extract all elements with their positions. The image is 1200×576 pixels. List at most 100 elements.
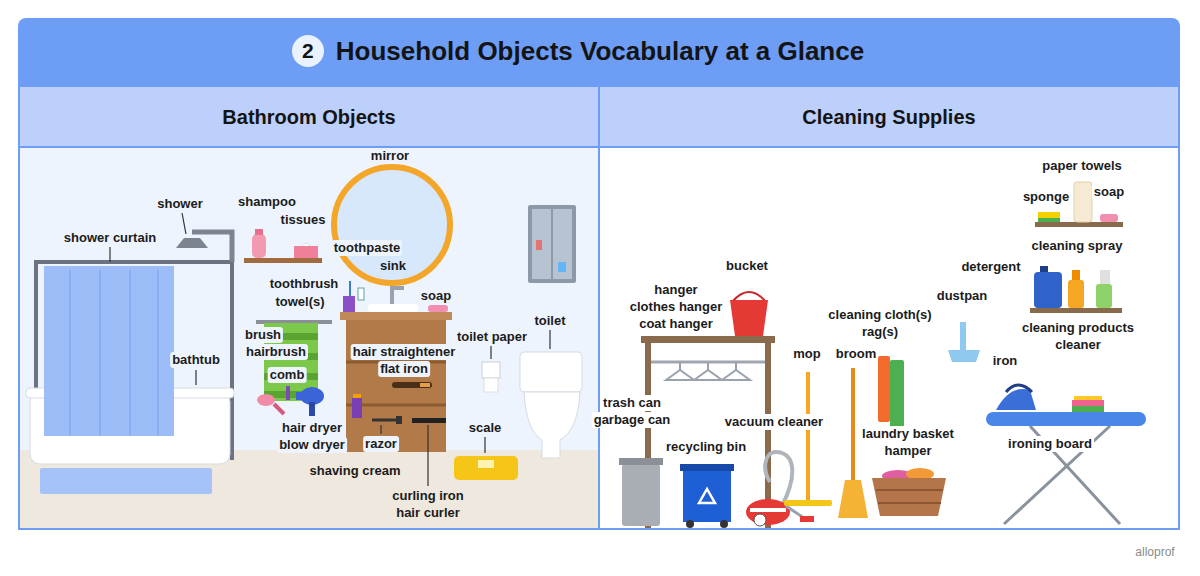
shower-rod xyxy=(230,262,234,460)
dustpan xyxy=(948,350,980,362)
hangers xyxy=(694,362,722,380)
lower-shelf xyxy=(1100,270,1110,284)
toothbrush-cup xyxy=(358,288,364,300)
shower-curtain xyxy=(69,270,71,436)
broom xyxy=(838,368,868,518)
toothbrush-cup xyxy=(343,281,364,312)
object-label: garbage can xyxy=(592,412,673,428)
ironing-board xyxy=(1074,396,1102,400)
iron xyxy=(1006,385,1032,392)
recycling-bin xyxy=(683,470,731,522)
leader-line xyxy=(110,213,550,486)
ironing-board xyxy=(986,396,1146,524)
vanity xyxy=(346,320,446,452)
upper-shelf xyxy=(1038,212,1060,218)
razor xyxy=(396,416,402,424)
object-label: razor xyxy=(363,436,399,452)
object-label: shower xyxy=(155,196,205,212)
object-label: soap xyxy=(1092,184,1126,200)
ironing-board xyxy=(986,412,1146,426)
recycling-bin xyxy=(680,464,734,528)
object-label: trash can xyxy=(601,395,663,411)
object-label: blow dryer xyxy=(277,437,347,453)
object-label: clothes hanger xyxy=(628,299,724,315)
object-label: shaving cream xyxy=(307,463,402,479)
object-label: bucket xyxy=(724,258,770,274)
lower-shelf xyxy=(1068,280,1084,308)
lower-shelf xyxy=(1072,270,1080,280)
object-label: iron xyxy=(991,353,1020,369)
scale xyxy=(454,456,518,480)
laundry-basket xyxy=(872,478,946,516)
vanity xyxy=(340,288,452,452)
object-label: cleaning products xyxy=(1020,320,1136,336)
shower-head xyxy=(176,238,208,248)
shower-head xyxy=(176,232,232,262)
toothbrush-cup xyxy=(343,296,355,312)
object-label: toothbrush xyxy=(268,276,341,292)
scale xyxy=(454,456,518,480)
vacuum-cleaner xyxy=(750,508,786,512)
hairbrush xyxy=(257,394,284,414)
lower-shelf xyxy=(1040,266,1048,272)
bath-mat xyxy=(40,468,212,494)
hair-straightener xyxy=(420,383,430,387)
shaving-cream xyxy=(353,394,361,398)
ironing-board xyxy=(1004,426,1110,524)
toilet-paper xyxy=(482,362,500,392)
wall-cabinet xyxy=(528,205,576,283)
trash-can xyxy=(619,458,663,526)
wall-shelf xyxy=(244,258,322,263)
object-label: cleaning spray xyxy=(1029,238,1124,254)
shower-curtain xyxy=(129,270,131,436)
hairbrush xyxy=(257,394,275,406)
vacuum-cleaner xyxy=(765,452,792,506)
hair-straightener xyxy=(392,382,432,388)
hangers xyxy=(666,362,750,380)
leader-line xyxy=(109,247,110,262)
lower-shelf xyxy=(1034,272,1062,308)
object-label: sink xyxy=(378,258,408,274)
vacuum-cleaner xyxy=(800,516,814,522)
object-label: flat iron xyxy=(378,361,430,377)
bucket xyxy=(730,292,768,336)
leader-line xyxy=(490,346,491,359)
badge-number: 2 xyxy=(292,35,324,67)
wall-cabinet xyxy=(532,209,551,279)
object-label: cleaning cloth(s) xyxy=(826,307,933,323)
object-label: ironing board xyxy=(1006,436,1094,452)
soap xyxy=(428,305,448,312)
ironing-board xyxy=(1072,406,1104,412)
mop xyxy=(806,372,810,500)
shower-curtain xyxy=(99,270,101,436)
object-label: coat hanger xyxy=(637,316,715,332)
object-label: tissues xyxy=(279,212,328,228)
vacuum-cleaner xyxy=(754,514,766,526)
object-label: soap xyxy=(419,288,453,304)
curling-iron xyxy=(412,418,446,423)
upper-shelf xyxy=(1100,214,1118,222)
leader-line xyxy=(484,437,485,453)
object-label: toilet paper xyxy=(455,329,529,345)
laundry-basket xyxy=(878,502,941,504)
toilet xyxy=(524,392,580,458)
toilet-paper xyxy=(484,378,498,392)
title-band xyxy=(18,18,1180,85)
wall-shelf xyxy=(255,229,263,235)
object-label: shower curtain xyxy=(62,230,158,246)
vanity xyxy=(392,288,404,304)
object-label: broom xyxy=(834,346,878,362)
wall-cabinet xyxy=(553,209,572,279)
lower-shelf xyxy=(1030,308,1122,313)
wall-cabinet xyxy=(528,205,576,283)
object-label: hair straightener xyxy=(351,344,458,360)
toilet-paper xyxy=(482,362,500,378)
bath-mat xyxy=(40,468,212,494)
object-label: curling iron xyxy=(390,488,466,504)
object-label: towel(s) xyxy=(273,294,326,310)
object-label: shampoo xyxy=(236,194,298,210)
hair-dryer xyxy=(296,392,304,400)
razor xyxy=(372,419,396,422)
object-label: bathtub xyxy=(170,352,222,368)
